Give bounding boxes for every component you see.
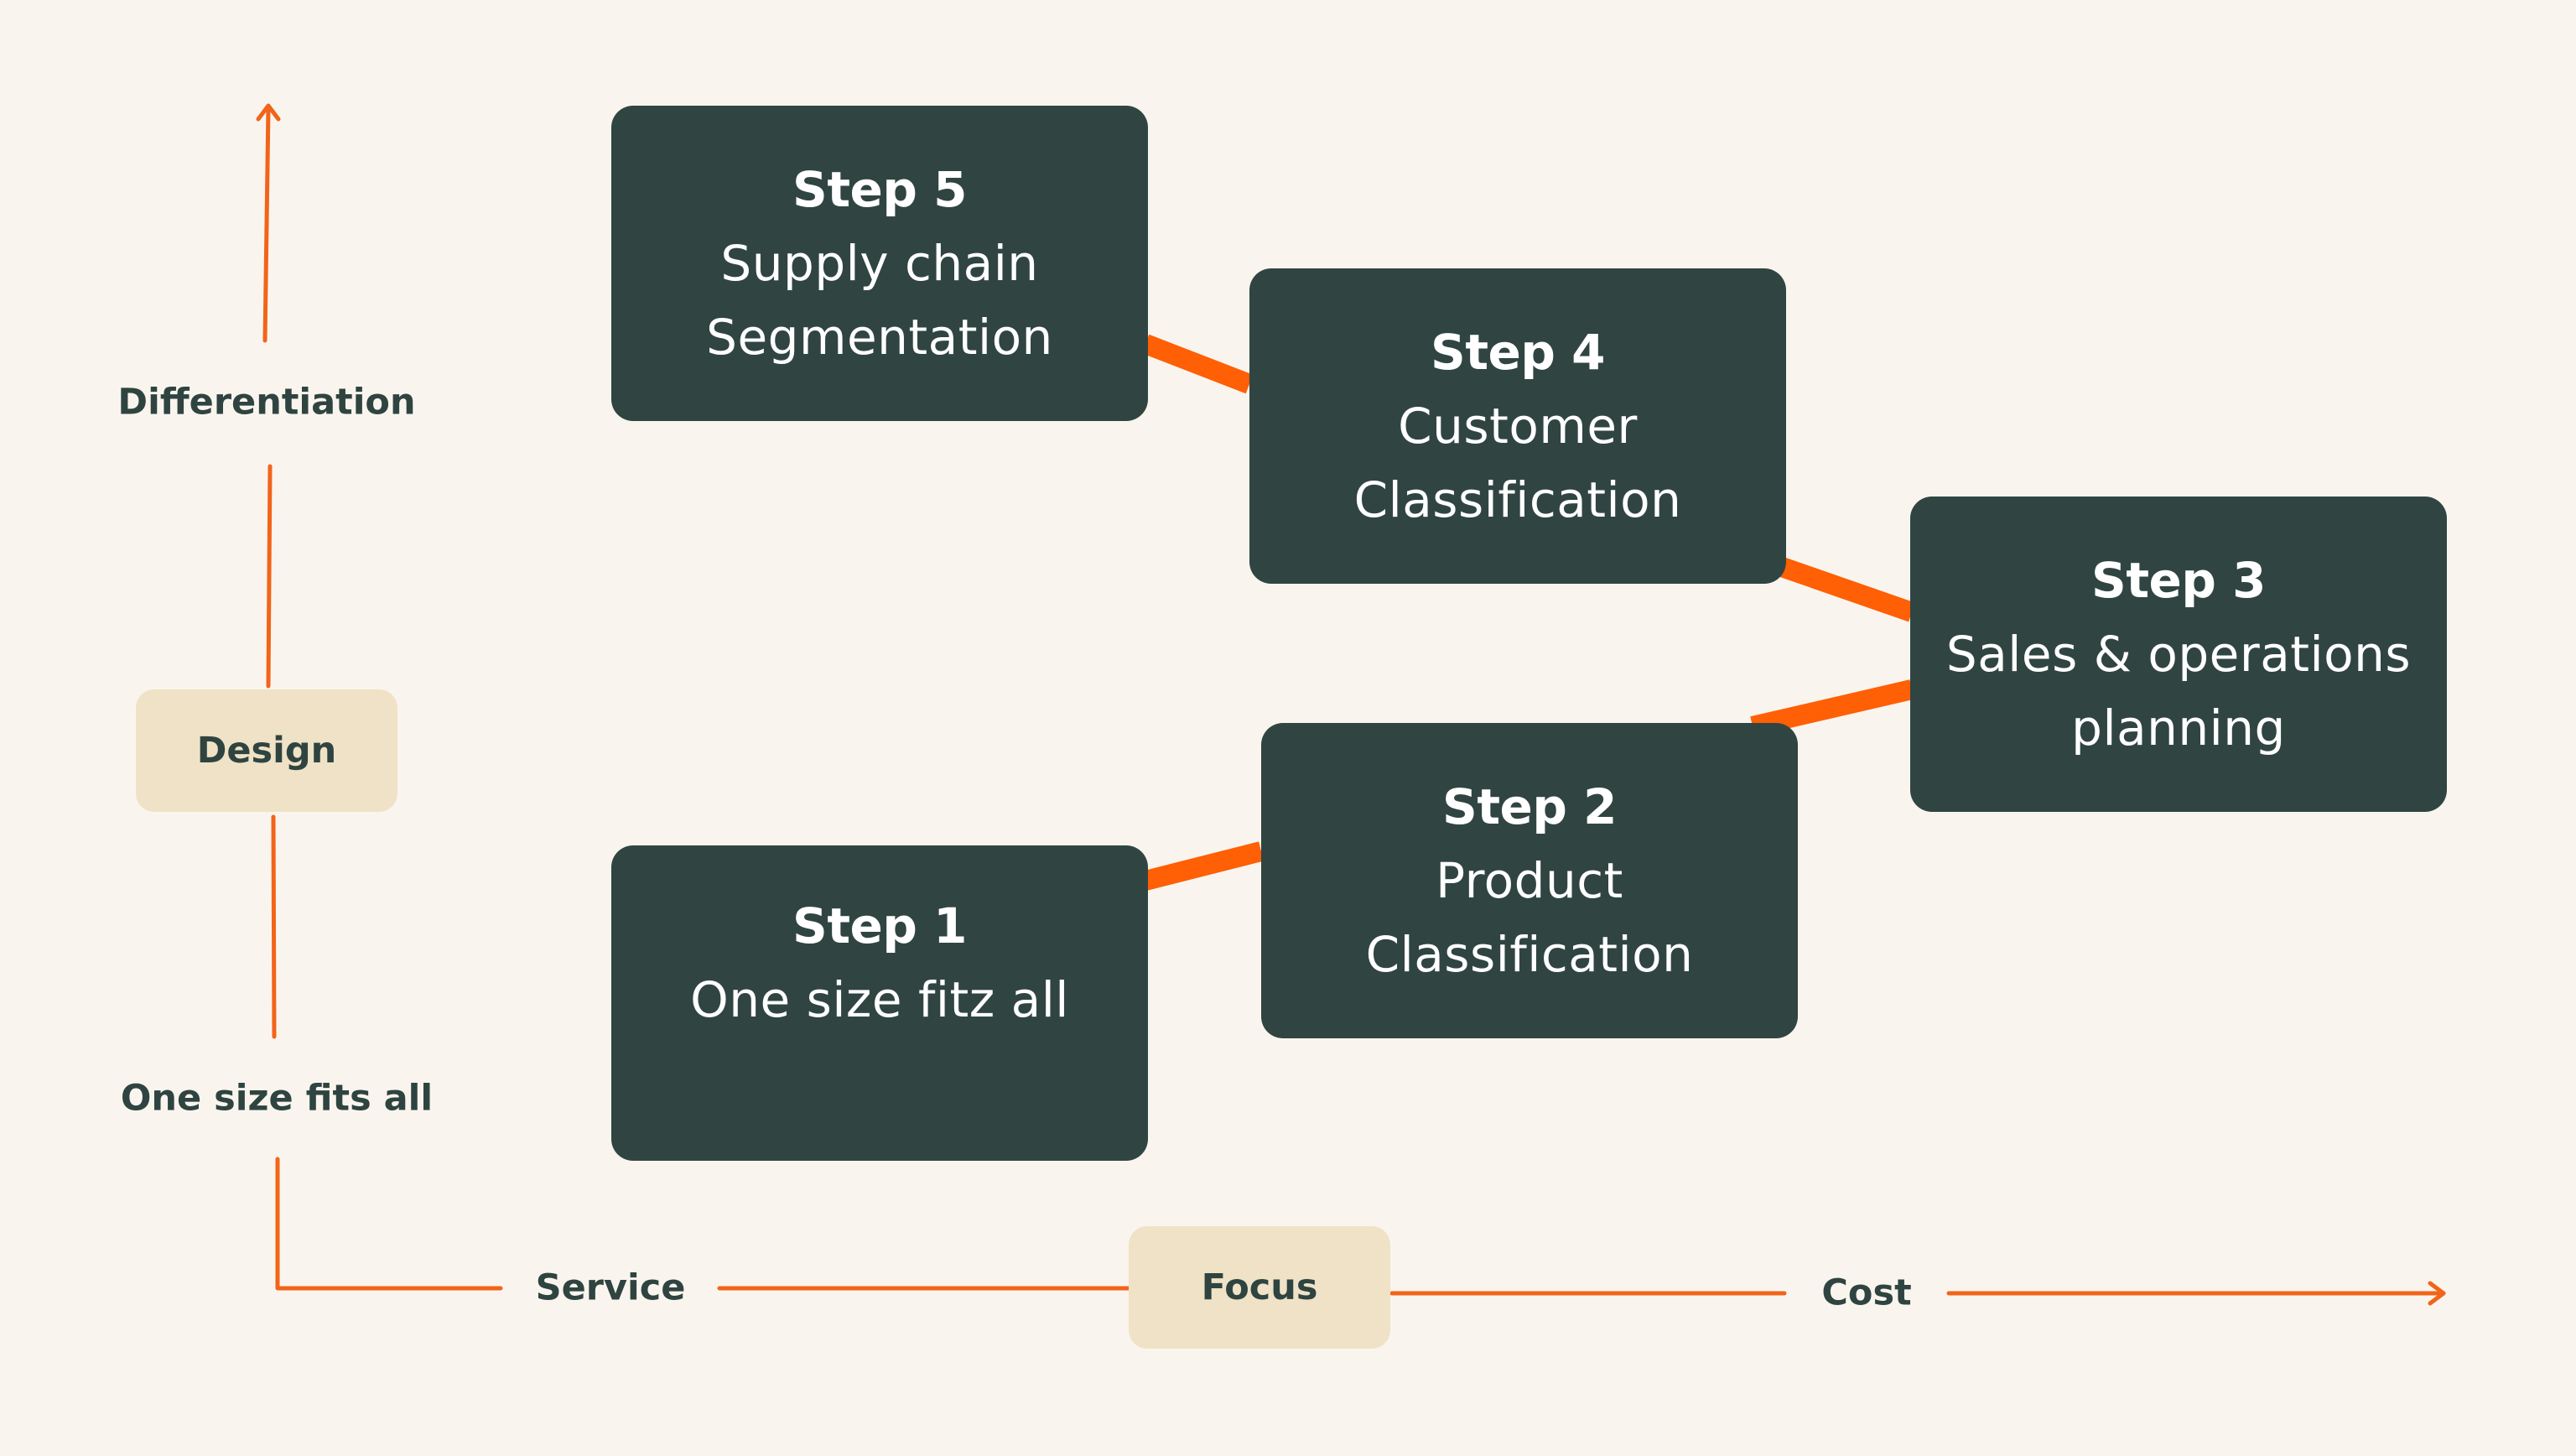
connector-step5-step4 <box>1141 334 1254 394</box>
step-4-title: Step 4 <box>1431 324 1605 381</box>
axis-label-one-size-fits-all: One size fits all <box>120 1077 434 1120</box>
step-2-box: Step 2 Product Classification <box>1261 723 1798 1038</box>
axis-pill-focus: Focus <box>1129 1226 1390 1349</box>
vertical-axis-top-segment <box>262 105 271 343</box>
step-5-box: Step 5 Supply chain Segmentation <box>611 106 1148 421</box>
step-3-title: Step 3 <box>2091 552 2266 609</box>
vertical-axis-arrowhead-icon <box>256 103 281 122</box>
connector-step2-step1 <box>1143 841 1264 891</box>
axis-pill-design: Design <box>136 689 397 812</box>
vertical-axis-lower-segment <box>271 814 277 1039</box>
step-5-description: Supply chain Segmentation <box>706 235 1053 366</box>
step-2-description: Product Classification <box>1365 852 1694 983</box>
step-4-box: Step 4 Customer Classification <box>1249 268 1786 584</box>
axis-label-cost: Cost <box>1821 1271 1912 1314</box>
vertical-axis-upper-segment <box>266 464 273 689</box>
step-2-title: Step 2 <box>1442 778 1617 835</box>
step-1-description: One size fitz all <box>690 971 1069 1028</box>
connector-step4-step3 <box>1776 556 1915 622</box>
step-3-box: Step 3 Sales & operations planning <box>1910 497 2447 812</box>
step-3-description: Sales & operations planning <box>1945 626 2412 757</box>
step-5-title: Step 5 <box>792 161 967 218</box>
axis-label-service: Service <box>535 1266 686 1309</box>
step-1-box: Step 1 One size fitz all <box>611 845 1148 1161</box>
step-1-title: Step 1 <box>792 897 967 954</box>
horizontal-axis-arrowhead-icon <box>2428 1281 2446 1306</box>
axis-corner-segment <box>275 1157 503 1291</box>
connector-step3-step2 <box>1750 679 1914 736</box>
axis-label-differentiation: Differentiation <box>117 381 416 424</box>
step-4-description: Customer Classification <box>1353 398 1682 528</box>
